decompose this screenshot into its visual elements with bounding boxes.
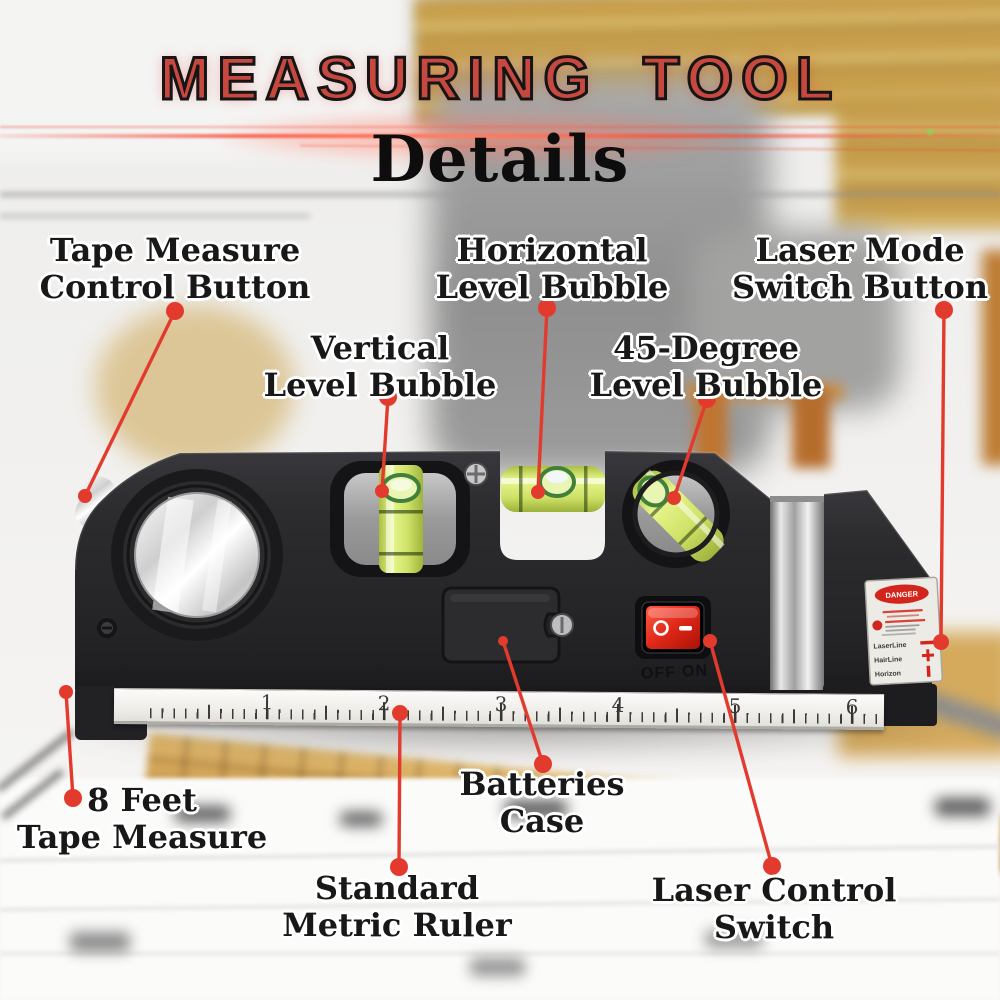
label-laser-control-switch: Laser Control Switch <box>651 871 897 947</box>
label-line: Case <box>499 802 585 841</box>
label-batteries-case: Batteries Case <box>459 765 625 841</box>
label-line: Level Bubble <box>435 268 669 307</box>
label-line: 45-Degree <box>613 329 799 367</box>
label-line: Control Button <box>39 268 311 307</box>
label-horizontal-bubble: Horizontal Level Bubble <box>435 231 669 307</box>
connector-laser-mode <box>933 301 953 650</box>
page-title: MEASURING TOOL <box>158 44 841 114</box>
label-line: Level Bubble <box>589 366 823 405</box>
laser-starburst-icon <box>872 620 883 631</box>
label-line: Tape Measure <box>16 818 268 857</box>
switch-rocker <box>646 606 700 649</box>
laser-glow <box>220 112 740 162</box>
switch-off-label: OFF <box>641 664 677 682</box>
label-line: Laser Mode <box>755 231 965 269</box>
danger-badge <box>874 584 929 604</box>
label-line: Switch <box>713 908 835 947</box>
connector-tape-control <box>78 302 184 503</box>
label-laser-mode: Laser Mode Switch Button <box>732 231 988 307</box>
battery-case <box>441 586 574 664</box>
label-line: 8 Feet <box>87 781 197 819</box>
tape-measure-window <box>111 469 283 641</box>
label-line: Standard <box>314 869 480 907</box>
screw-bottom-left <box>97 618 117 638</box>
label-line: Laser Control <box>651 871 897 909</box>
danger-text: DANGER <box>885 589 919 600</box>
horizontal-level-bubble <box>501 466 605 512</box>
chrome-band <box>770 496 824 690</box>
label-tape-measure-control: Tape Measure Control Button <box>39 231 311 307</box>
label-line: Batteries <box>459 765 625 803</box>
page-subtitle: Details <box>370 122 630 197</box>
label-vertical-bubble: Vertical Level Bubble <box>263 329 497 405</box>
connector-horizontal-bubble <box>531 299 556 499</box>
label-metric-ruler: Standard Metric Ruler <box>282 869 512 945</box>
label-line: Vertical <box>310 329 450 367</box>
label-deg45-bubble: 45-Degree Level Bubble <box>589 329 823 405</box>
laser-control-switch: OFF ON <box>635 596 711 683</box>
connector-batteries <box>498 636 552 773</box>
label-line: Horizontal <box>456 231 648 269</box>
switch-off-symbol <box>653 620 669 636</box>
connector-metric-ruler <box>390 705 408 876</box>
label-line: Level Bubble <box>263 366 497 405</box>
lens-flare-green-dot <box>924 128 936 136</box>
label-line: Tape Measure <box>49 231 301 269</box>
connector-deg45-bubble <box>667 390 716 505</box>
switch-on-symbol <box>679 626 692 631</box>
switch-on-label: ON <box>682 662 709 680</box>
connector-laser-switch <box>703 634 781 875</box>
label-8ft-tape: 8 Feet Tape Measure <box>16 781 268 857</box>
label-line: Switch Button <box>732 268 988 307</box>
connector-vertical-bubble <box>375 388 397 498</box>
label-line: Metric Ruler <box>282 906 512 945</box>
